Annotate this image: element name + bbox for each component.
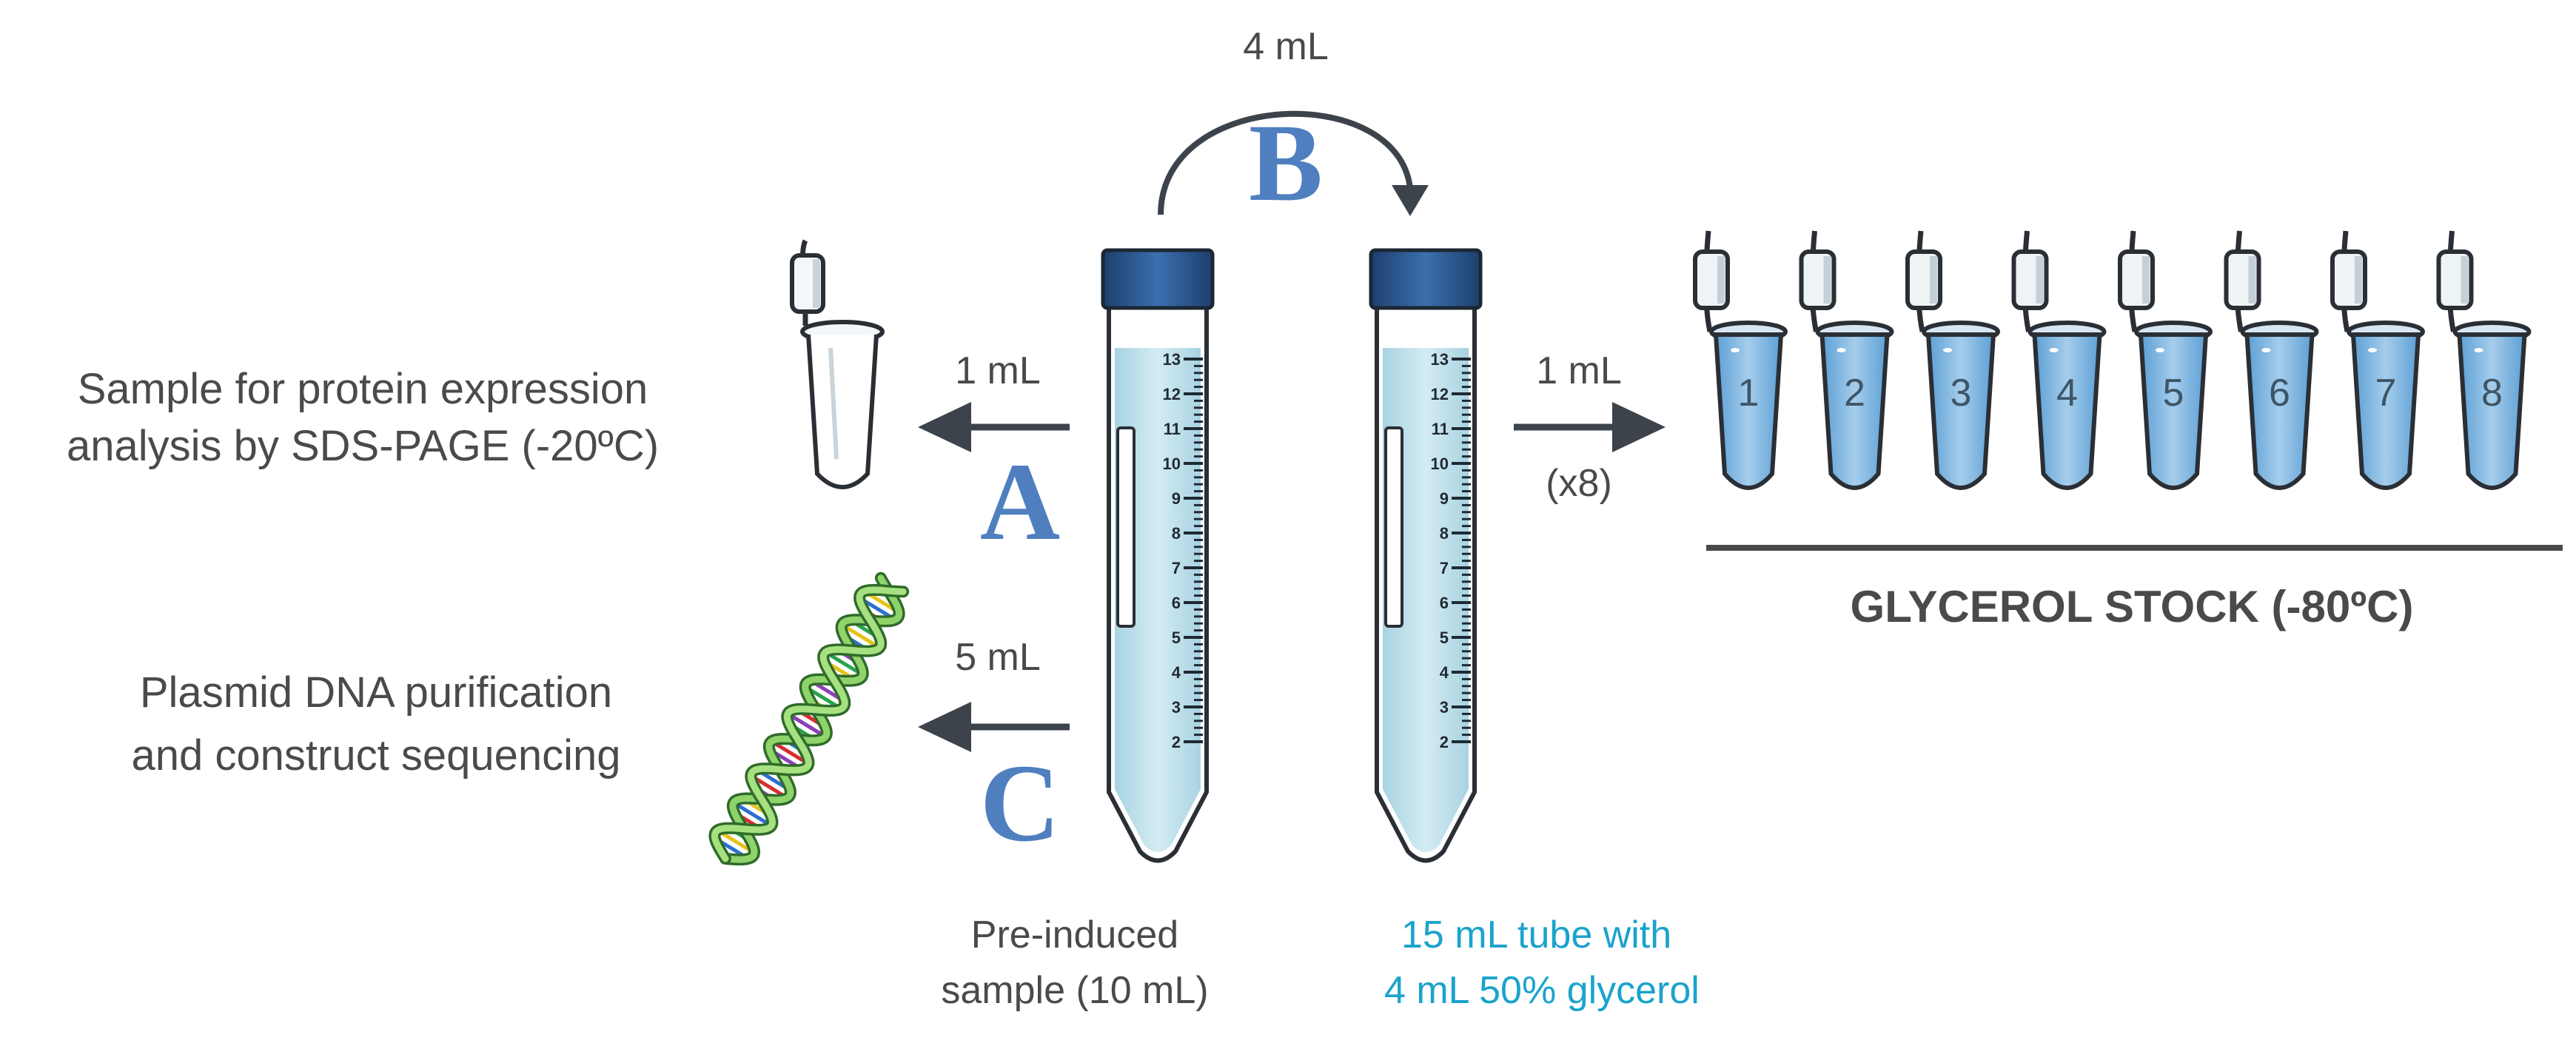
scale-mark-label: 12 xyxy=(1163,385,1181,403)
aliquot-repeat: (x8) xyxy=(1546,462,1612,505)
stock-tube-number: 4 xyxy=(2056,372,2078,415)
scale-mark-label: 4 xyxy=(1172,663,1181,682)
scale-mark-label: 6 xyxy=(1440,594,1449,612)
source-caption-line1: Pre-induced xyxy=(971,913,1178,956)
scale-mark-label: 13 xyxy=(1163,350,1181,369)
stock-microtube-icon: 2 xyxy=(1799,230,1894,490)
stock-microtube-icon: 6 xyxy=(2224,230,2319,490)
stock-microtube-icon: 7 xyxy=(2330,230,2425,490)
glycerol-falcon-tube: 13 12 11 10 9 8 7 6 5 4 3 2 xyxy=(1369,248,1483,863)
scale-mark-label: 9 xyxy=(1440,489,1449,508)
scale-mark-label: 4 xyxy=(1440,663,1449,682)
stock-tube-number: 5 xyxy=(2163,372,2184,415)
glycerol-stock-tubes: 1 2 3 4 5 6 7 8 xyxy=(1693,230,2532,490)
dna-helix-icon xyxy=(708,571,910,866)
stock-tube-number: 8 xyxy=(2481,372,2503,415)
stock-microtube-icon: 5 xyxy=(2118,230,2213,490)
transfer-volume-label: 4 mL xyxy=(1243,25,1329,68)
stock-tube-number: 7 xyxy=(2375,372,2397,415)
arrow-c xyxy=(918,702,1070,752)
source-caption-line2: sample (10 mL) xyxy=(941,969,1208,1012)
stock-tube-number: 1 xyxy=(1738,372,1760,415)
scale-mark-label: 3 xyxy=(1172,698,1181,717)
scale-mark-label: 5 xyxy=(1440,628,1449,647)
scale-mark-label: 11 xyxy=(1432,420,1449,438)
aliquot-volume: 1 mL xyxy=(1536,349,1622,392)
scale-mark-label: 3 xyxy=(1440,698,1449,717)
glycerol-stock-label: GLYCEROL STOCK (-80ºC) xyxy=(1851,582,2414,631)
scale-mark-label: 8 xyxy=(1440,524,1449,543)
scale-mark-label: 11 xyxy=(1164,420,1181,438)
scale-mark-label: 8 xyxy=(1172,524,1181,543)
scale-mark-label: 7 xyxy=(1172,559,1181,577)
stock-tube-number: 2 xyxy=(1844,372,1865,415)
scale-mark-label: 13 xyxy=(1431,350,1449,369)
stock-tube-number: 6 xyxy=(2269,372,2290,415)
step-a-volume: 1 mL xyxy=(955,349,1041,392)
sds-sample-microtube-icon xyxy=(790,239,885,489)
stock-tube-number: 3 xyxy=(1951,372,1972,415)
step-c-target-line1: Plasmid DNA purification xyxy=(140,668,612,717)
step-letter-a: A xyxy=(980,440,1060,563)
step-letter-c: C xyxy=(980,742,1060,865)
transfer-arrow-b xyxy=(1158,110,1429,216)
source-tube-scale: 13 12 11 10 9 8 7 6 5 4 3 2 xyxy=(1163,350,1203,751)
scale-mark-label: 10 xyxy=(1431,455,1449,473)
step-c-volume: 5 mL xyxy=(955,636,1041,679)
step-a-target-line1: Sample for protein expression xyxy=(78,365,648,413)
source-falcon-tube: 13 12 11 10 9 8 7 6 5 4 3 2 xyxy=(1101,248,1215,863)
scale-mark-label: 12 xyxy=(1431,385,1449,403)
glycerol-caption-line1: 15 mL tube with xyxy=(1401,913,1671,956)
scale-mark-label: 9 xyxy=(1172,489,1181,508)
scale-mark-label: 6 xyxy=(1172,594,1181,612)
aliquot-arrow xyxy=(1514,402,1666,452)
scale-mark-label: 2 xyxy=(1172,733,1181,751)
stock-microtube-icon: 3 xyxy=(1905,230,2000,490)
scale-mark-label: 2 xyxy=(1440,733,1449,751)
glycerol-caption-line2: 4 mL 50% glycerol xyxy=(1384,969,1700,1012)
arrow-a xyxy=(918,402,1070,452)
scale-mark-label: 5 xyxy=(1172,628,1181,647)
stock-microtube-icon: 4 xyxy=(2011,230,2107,490)
glycerol-tube-scale: 13 12 11 10 9 8 7 6 5 4 3 2 xyxy=(1431,350,1471,751)
step-c-target-line2: and construct sequencing xyxy=(132,731,621,780)
scale-mark-label: 10 xyxy=(1163,455,1181,473)
stock-microtube-icon: 8 xyxy=(2436,230,2532,490)
step-a-target-line2: analysis by SDS-PAGE (-20ºC) xyxy=(67,422,659,470)
scale-mark-label: 7 xyxy=(1440,559,1449,577)
stock-microtube-icon: 1 xyxy=(1693,230,1788,490)
step-letter-b: B xyxy=(1249,101,1323,224)
